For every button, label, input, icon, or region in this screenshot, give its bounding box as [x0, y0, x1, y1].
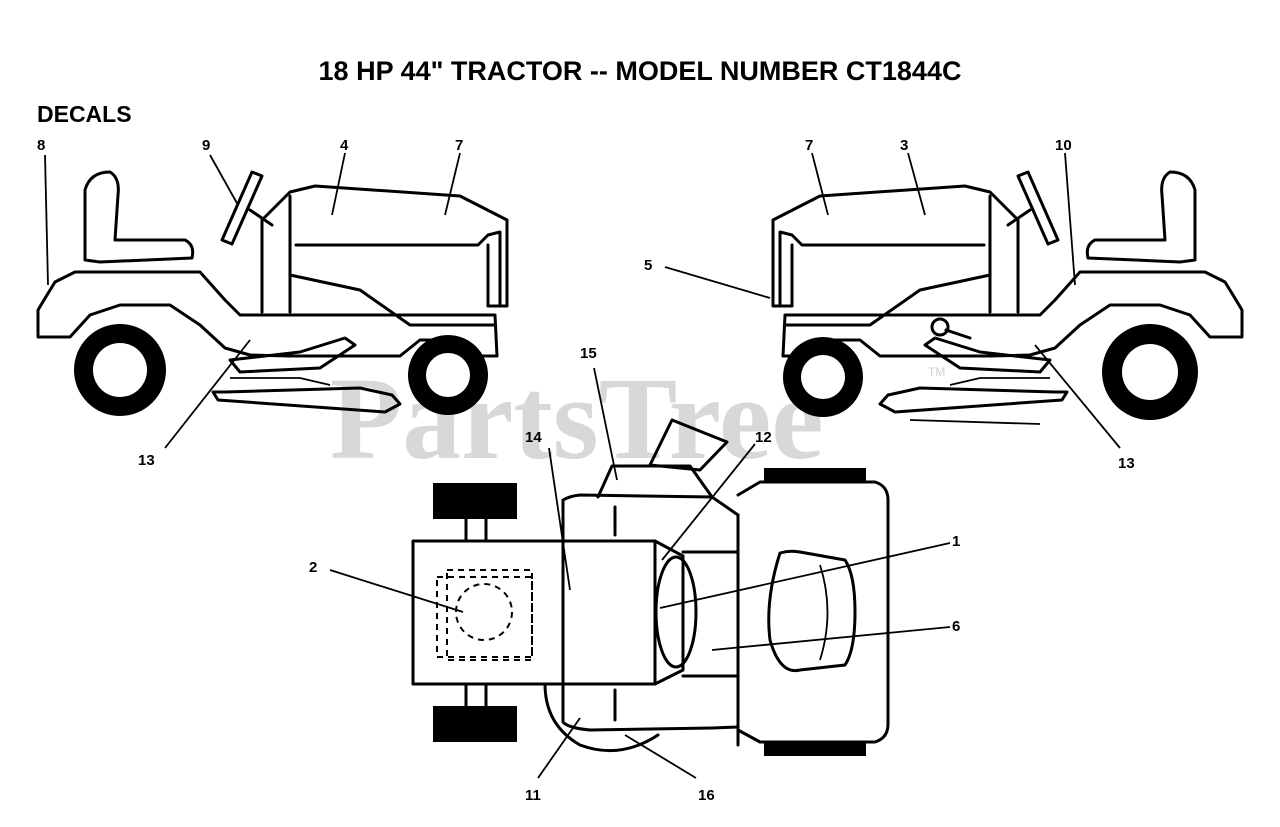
callout-5: 5 — [644, 257, 652, 274]
tractor-top-view — [411, 418, 890, 756]
callout-14: 14 — [525, 429, 542, 446]
partstree-watermark: PartsTree — [330, 353, 824, 484]
callout-7-right: 7 — [805, 137, 813, 154]
callout-13-right: 13 — [1118, 455, 1135, 472]
callout-2: 2 — [309, 559, 317, 576]
tractor-left-side-view — [36, 170, 509, 416]
callout-8: 8 — [37, 137, 45, 154]
callout-11: 11 — [525, 787, 541, 804]
diagram-title: 18 HP 44" TRACTOR -- MODEL NUMBER CT1844… — [319, 56, 962, 86]
callout-16: 16 — [698, 787, 715, 804]
left-view-leaders — [44, 152, 461, 449]
callout-13-left: 13 — [138, 452, 155, 469]
callout-6: 6 — [952, 618, 960, 635]
callout-4: 4 — [340, 137, 349, 154]
top-view-leaders — [329, 367, 951, 779]
callout-3: 3 — [900, 137, 908, 154]
right-view-leaders — [664, 152, 1121, 449]
section-label-decals: DECALS — [37, 101, 132, 127]
callout-1: 1 — [952, 533, 960, 550]
callout-15: 15 — [580, 345, 597, 362]
trademark-mark: TM — [928, 365, 945, 379]
callout-9: 9 — [202, 137, 210, 154]
callout-12: 12 — [755, 429, 772, 446]
callout-10: 10 — [1055, 137, 1072, 154]
tractor-right-side-view — [771, 170, 1244, 425]
callout-7-left: 7 — [455, 137, 463, 154]
